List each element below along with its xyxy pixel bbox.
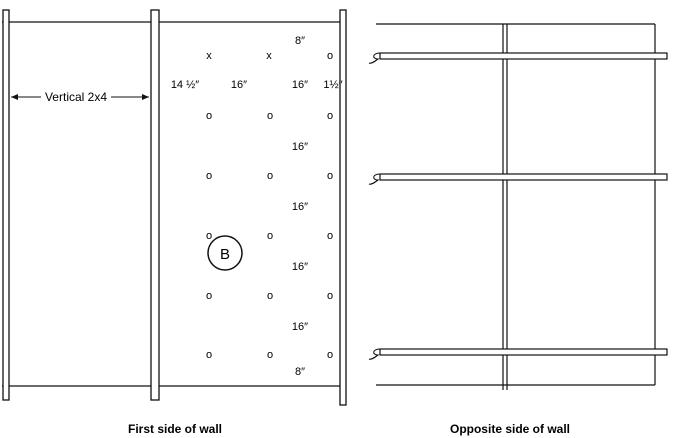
opposite-side-panel: Opposite side of wall: [368, 23, 668, 436]
arrow-head-right: [142, 94, 149, 100]
hole-mark: o: [267, 110, 273, 122]
hole-mark: o: [206, 110, 212, 122]
rod-3: [368, 348, 668, 360]
hole-mark: o: [206, 290, 212, 302]
hole-row-5: o o o: [206, 349, 333, 361]
vertical-spacing-3: 16″: [292, 261, 308, 273]
spacing-label-1: 14 ½″: [171, 79, 199, 91]
first-side-caption: First side of wall: [128, 422, 222, 436]
vertical-spacing-2: 16″: [292, 201, 308, 213]
hole-row-4: o o o: [206, 290, 333, 302]
spacing-label-3: 16″: [292, 79, 308, 91]
hole-mark: o: [327, 230, 333, 242]
hole-mark: o: [327, 50, 333, 62]
hole-mark: o: [327, 170, 333, 182]
first-side-panel: Vertical 2x4 8″ x x o 14 ½″ 16″ 16″ 1½″ …: [2, 9, 347, 436]
hole-mark: o: [267, 170, 273, 182]
hole-mark: o: [206, 170, 212, 182]
hole-row-1: o o o: [206, 110, 333, 122]
right-stud: [339, 9, 347, 406]
hole-mark: o: [206, 230, 212, 242]
rod-2: [368, 173, 668, 185]
spacing-label-2: 16″: [231, 79, 247, 91]
cross-mark: x: [206, 50, 212, 62]
center-stud: [150, 9, 160, 401]
spacing-label-4: 1½″: [323, 79, 342, 91]
hole-row-2: o o o: [206, 170, 333, 182]
hole-row-3: o o o: [206, 230, 333, 242]
hole-mark: o: [327, 110, 333, 122]
hole-mark: o: [206, 349, 212, 361]
vertical-spacing-4: 16″: [292, 321, 308, 333]
left-stud: [2, 9, 10, 401]
bolt-label: B: [220, 246, 230, 263]
opposite-side-caption: Opposite side of wall: [450, 422, 570, 436]
hole-mark: o: [267, 290, 273, 302]
rod-1: [368, 52, 668, 64]
arrow-head-left: [11, 94, 18, 100]
hole-mark: o: [327, 349, 333, 361]
hole-mark: o: [267, 349, 273, 361]
stud-label: Vertical 2x4: [45, 90, 107, 104]
cross-mark: x: [266, 50, 272, 62]
hole-mark: o: [267, 230, 273, 242]
top-offset-label: 8″: [295, 35, 305, 47]
bolt-circle: [207, 235, 243, 271]
vertical-spacing-1: 16″: [292, 141, 308, 153]
bottom-offset-label: 8″: [295, 366, 305, 378]
hole-mark: o: [327, 290, 333, 302]
